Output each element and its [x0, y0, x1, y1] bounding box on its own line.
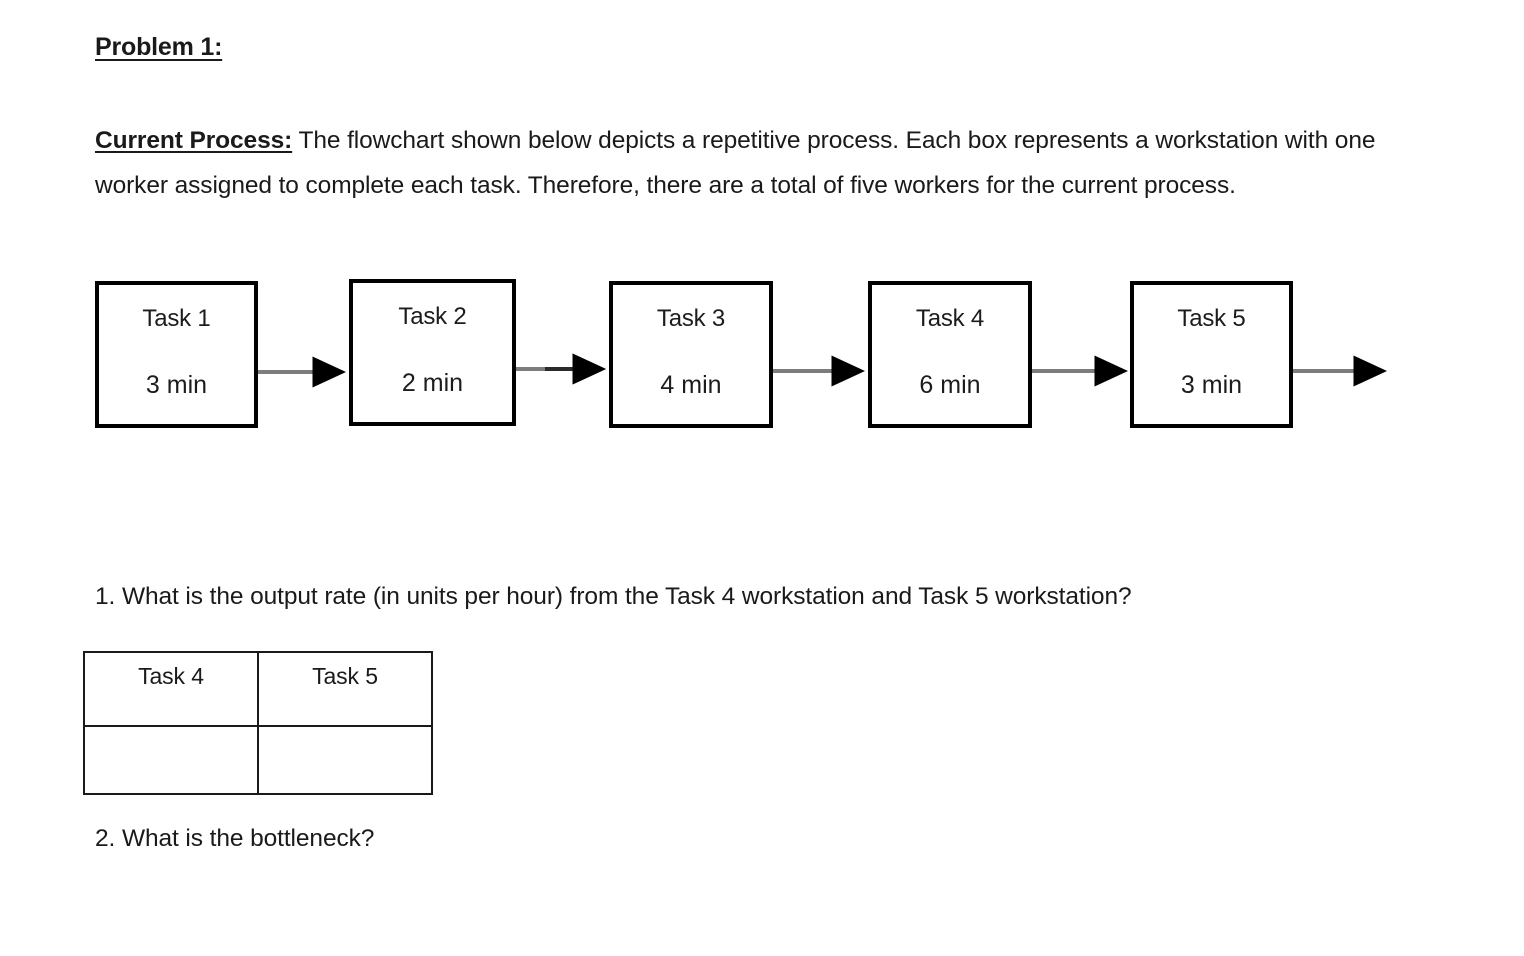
question-1: 1. What is the output rate (in units per…: [95, 583, 1132, 610]
task-2-time: 2 min: [401, 369, 464, 397]
task-box-2: Task 2 2 min: [349, 279, 516, 426]
intro-body-text: The flowchart shown below depicts a repe…: [95, 127, 1376, 199]
table-cell-task-4-answer[interactable]: [83, 725, 259, 795]
task-box-5: Task 5 3 min: [1130, 281, 1293, 428]
table-row: [83, 725, 433, 795]
task-2-title: Task 2: [398, 303, 467, 330]
table-cell-task-5-answer[interactable]: [257, 725, 433, 795]
task-box-3: Task 3 4 min: [609, 281, 773, 428]
task-1-time: 3 min: [145, 371, 208, 399]
task-box-1: Task 1 3 min: [95, 281, 258, 428]
task-1-title: Task 1: [142, 305, 211, 332]
intro-paragraph: Current Process: The flowchart shown bel…: [95, 118, 1405, 208]
intro-lead-label: Current Process:: [95, 127, 293, 154]
task-5-time: 3 min: [1180, 371, 1243, 399]
task-5-title: Task 5: [1177, 305, 1246, 332]
page-title: Problem 1:: [95, 33, 223, 61]
task-4-title: Task 4: [915, 305, 985, 332]
task-4-time: 6 min: [919, 371, 981, 399]
table-header-task-4: Task 4: [83, 651, 259, 727]
task-3-time: 4 min: [660, 371, 722, 399]
question-2: 2. What is the bottleneck?: [95, 825, 375, 852]
table-header-task-5: Task 5: [257, 651, 433, 727]
answer-table: Task 4 Task 5: [83, 651, 433, 795]
task-3-title: Task 3: [656, 305, 726, 332]
table-header-row: Task 4 Task 5: [83, 651, 433, 727]
task-box-4: Task 4 6 min: [868, 281, 1032, 428]
